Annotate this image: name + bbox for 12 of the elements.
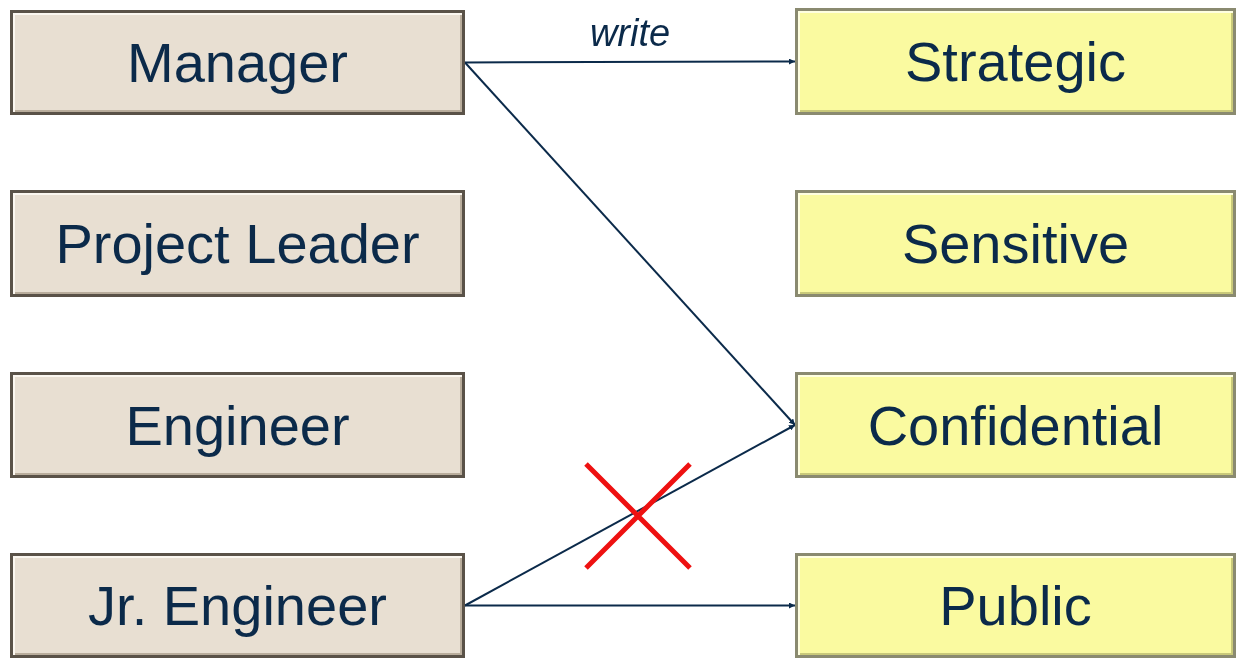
- classification-box: Sensitive: [795, 190, 1236, 297]
- arrow: [464, 58, 796, 65]
- role-box: Engineer: [10, 372, 465, 478]
- classification-box: Public: [795, 553, 1236, 658]
- arrow: [464, 424, 796, 607]
- role-box: Project Leader: [10, 190, 465, 297]
- arrow: [464, 61, 796, 426]
- role-box: Jr. Engineer: [10, 553, 465, 658]
- classification-box: Strategic: [795, 8, 1236, 115]
- arrow: [464, 602, 796, 609]
- classification-box: Confidential: [795, 372, 1236, 478]
- role-box: Manager: [10, 10, 465, 115]
